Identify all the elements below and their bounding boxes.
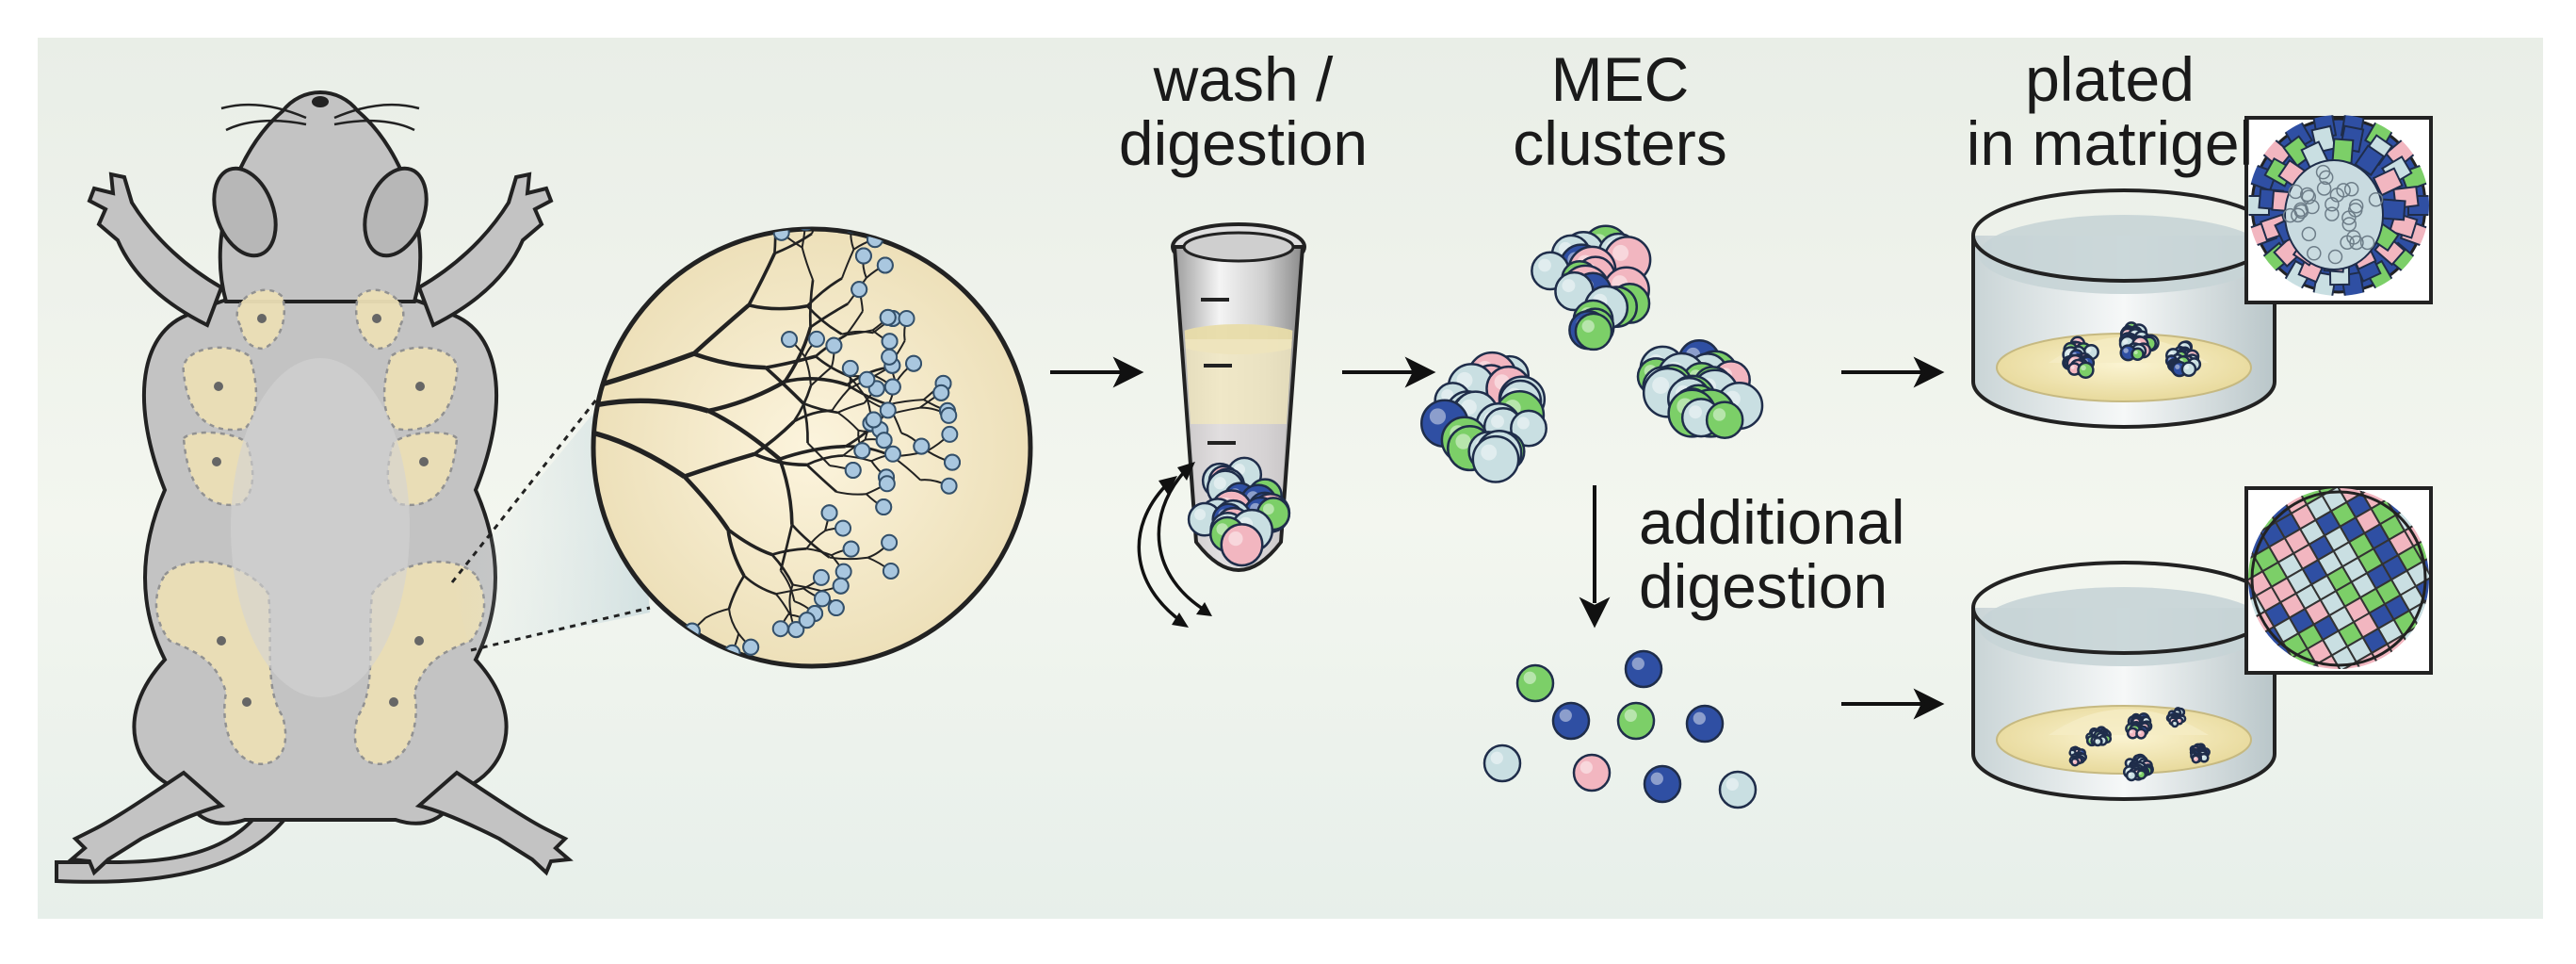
single-cell bbox=[1551, 701, 1591, 741]
mec-cluster bbox=[1420, 351, 1547, 483]
organoid bbox=[2122, 753, 2154, 782]
single-cell bbox=[1718, 770, 1758, 809]
mec-cluster bbox=[1531, 224, 1652, 351]
single-cell bbox=[1685, 704, 1725, 743]
organoid bbox=[2164, 340, 2202, 378]
culture-dish-icon bbox=[1971, 561, 2276, 801]
organoid bbox=[2165, 707, 2187, 728]
organoid-inset bbox=[2244, 486, 2433, 675]
mammary-tissue-zoom bbox=[591, 226, 1033, 669]
organoid bbox=[2085, 726, 2113, 747]
organoid bbox=[2125, 712, 2153, 740]
organoid bbox=[2068, 745, 2087, 767]
single-cell bbox=[1616, 701, 1656, 741]
mec-cluster bbox=[1187, 456, 1291, 567]
label-mec-clusters: MEC clusters bbox=[1513, 44, 1727, 178]
culture-dish-icon bbox=[1971, 188, 2276, 429]
single-cell bbox=[1624, 649, 1663, 689]
label-plated-in-matrigel: plated in matrigel bbox=[1966, 44, 2254, 178]
single-cell bbox=[1572, 753, 1612, 792]
organoid bbox=[2118, 321, 2160, 362]
mec-cluster bbox=[1420, 224, 1764, 483]
label-wash-digestion: wash / digestion bbox=[1118, 44, 1369, 178]
mouse-illustration bbox=[55, 90, 574, 884]
organoid-inset bbox=[2244, 115, 2433, 304]
label-additional-digestion: additional digestion bbox=[1639, 487, 1905, 621]
single-cell bbox=[1482, 743, 1522, 783]
single-cell bbox=[1643, 764, 1682, 804]
organoid bbox=[2062, 335, 2099, 379]
single-cell bbox=[1482, 649, 1758, 809]
organoid bbox=[2189, 743, 2211, 764]
mec-cluster bbox=[1636, 339, 1764, 440]
centrifuge-tube-icon bbox=[1137, 222, 1306, 628]
arrow-icon bbox=[1050, 356, 1945, 720]
single-cell bbox=[1515, 663, 1555, 703]
